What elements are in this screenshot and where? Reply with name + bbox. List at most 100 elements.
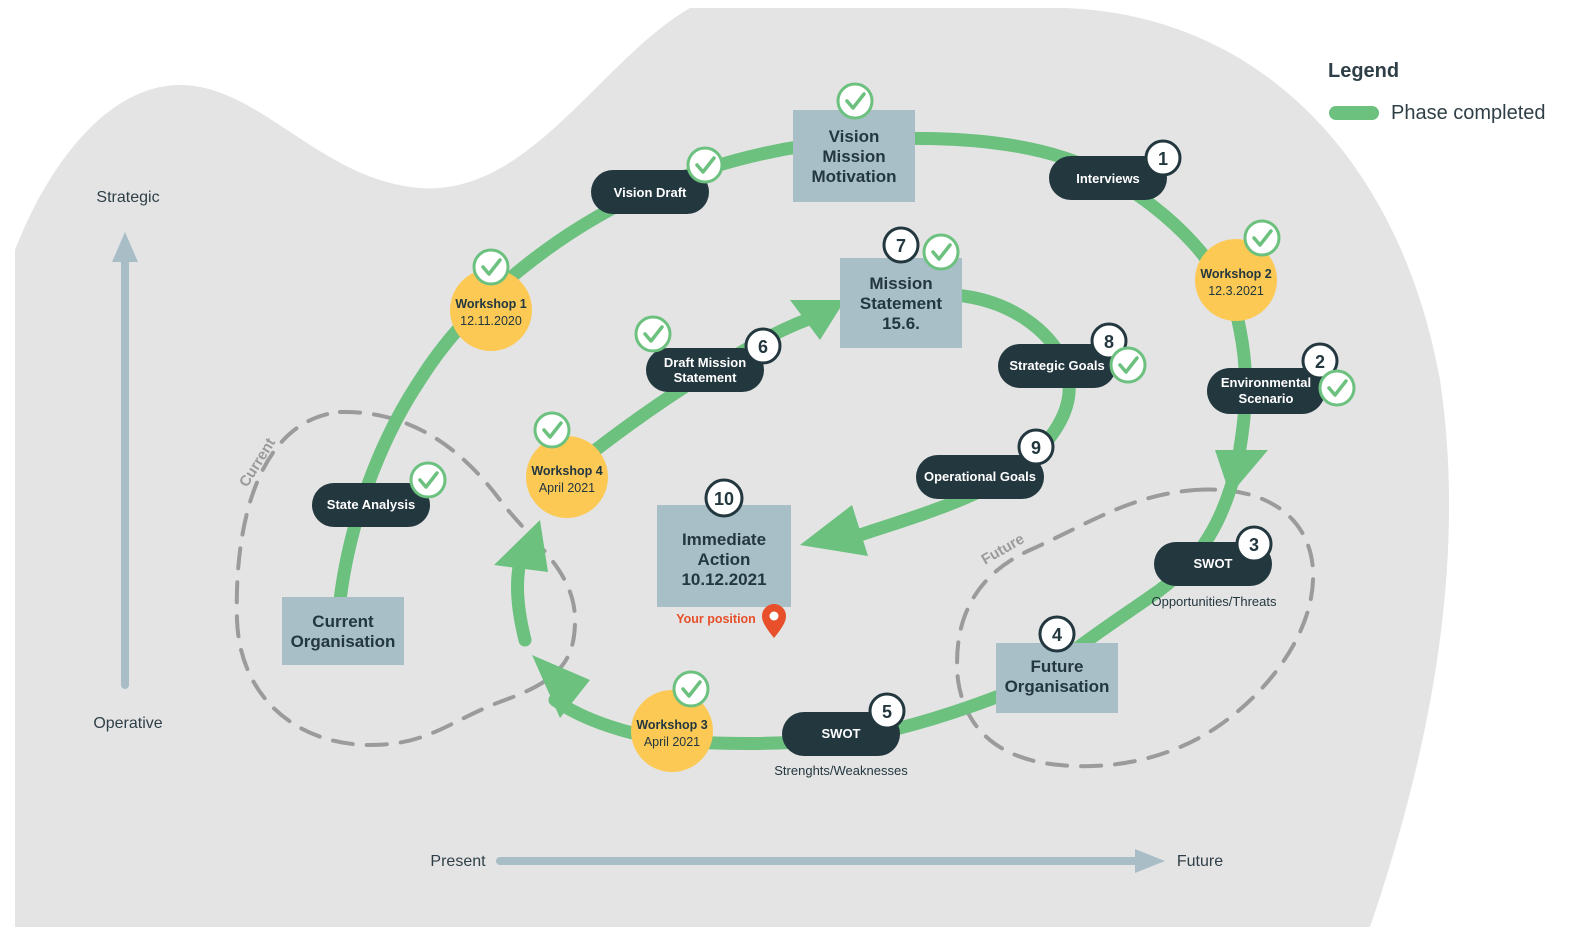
workshop-4: Workshop 4 April 2021	[526, 436, 608, 518]
arrowhead-to-immediate-action	[800, 505, 868, 556]
workshop-2: Workshop 2 12.3.2021	[1195, 239, 1277, 321]
pill-draft-mission-statement: Draft Mission Statement	[646, 348, 764, 392]
check-circle-icon	[409, 461, 447, 499]
step-10-badge: 10	[704, 478, 744, 518]
check-circle-icon	[922, 233, 960, 271]
box-future-organisation: Future Organisation	[996, 643, 1118, 713]
pill-environmental-scenario: Environmental Scenario	[1207, 368, 1325, 414]
svg-text:7: 7	[896, 236, 906, 256]
legend: Legend Phase completed	[1328, 60, 1546, 124]
axis-label-future: Future	[1177, 853, 1223, 870]
svg-text:2: 2	[1315, 352, 1325, 372]
svg-text:Motivation: Motivation	[812, 167, 897, 186]
legend-title: Legend	[1328, 60, 1399, 82]
box-vision-mission-motivation: Vision Mission Motivation	[793, 110, 915, 202]
step-4-badge: 4	[1038, 615, 1076, 653]
svg-text:April 2021: April 2021	[539, 481, 595, 495]
svg-text:1: 1	[1158, 149, 1168, 169]
axis-label-operative: Operative	[93, 715, 162, 732]
pill-swot-strengths-weaknesses: SWOT	[782, 712, 900, 756]
svg-text:Current: Current	[312, 612, 374, 631]
horizontal-axis-arrow	[1135, 849, 1165, 873]
location-pin-icon	[762, 604, 786, 638]
check-circle-icon	[1109, 346, 1147, 384]
check-circle-icon	[1243, 219, 1281, 257]
arrowhead-to-mission-statement	[790, 300, 845, 340]
svg-text:3: 3	[1249, 535, 1259, 555]
svg-text:State Analysis: State Analysis	[327, 497, 415, 512]
svg-text:Interviews: Interviews	[1076, 171, 1140, 186]
step-5-badge: 5	[868, 692, 906, 730]
svg-text:Workshop 4: Workshop 4	[531, 464, 602, 478]
check-circle-icon	[1318, 369, 1356, 407]
your-position-label: Your position	[676, 612, 756, 626]
arrowhead-workshop3-to-loop	[532, 655, 590, 718]
svg-text:SWOT: SWOT	[822, 726, 861, 741]
box-immediate-action: Immediate Action 10.12.2021	[657, 505, 791, 607]
svg-text:SWOT: SWOT	[1194, 556, 1233, 571]
svg-text:Action: Action	[698, 550, 751, 569]
svg-text:Workshop 2: Workshop 2	[1200, 267, 1271, 281]
check-circle-icon	[686, 146, 724, 184]
svg-text:Strategic Goals: Strategic Goals	[1009, 358, 1104, 373]
inner-process-path-right	[853, 288, 1076, 542]
step-3-badge: 3	[1235, 525, 1273, 563]
pill-interviews: Interviews	[1049, 156, 1167, 200]
svg-text:12.11.2020: 12.11.2020	[460, 314, 522, 328]
workshop-1: Workshop 1 12.11.2020	[450, 269, 532, 351]
box-current-organisation: Current Organisation	[282, 597, 404, 665]
step-9-badge: 9	[1017, 428, 1055, 466]
svg-text:Draft Mission: Draft Mission	[664, 355, 746, 370]
svg-text:Workshop 1: Workshop 1	[455, 297, 526, 311]
svg-text:Vision: Vision	[829, 127, 880, 146]
svg-text:6: 6	[758, 337, 768, 357]
svg-text:Scenario: Scenario	[1239, 391, 1294, 406]
future-zone-outline	[955, 487, 1316, 769]
svg-text:Immediate: Immediate	[682, 530, 766, 549]
svg-text:12.3.2021: 12.3.2021	[1208, 284, 1264, 298]
check-circle-icon	[533, 411, 571, 449]
check-circle-icon	[836, 82, 874, 120]
svg-text:9: 9	[1031, 438, 1041, 458]
pill-state-analysis: State Analysis	[312, 483, 430, 527]
axis-label-present: Present	[430, 853, 486, 870]
svg-text:Environmental: Environmental	[1221, 375, 1311, 390]
caption-strengths-weaknesses: Strenghts/Weaknesses	[774, 763, 908, 778]
svg-text:Mission: Mission	[869, 274, 932, 293]
pill-vision-draft: Vision Draft	[591, 170, 709, 214]
step-2-badge: 2	[1301, 342, 1339, 380]
step-8-badge: 8	[1090, 322, 1128, 360]
step-1-badge: 1	[1144, 139, 1182, 177]
svg-text:Statement: Statement	[860, 294, 943, 313]
legend-completed-swatch	[1329, 106, 1379, 120]
pill-strategic-goals: Strategic Goals	[998, 344, 1116, 388]
svg-text:10.12.2021: 10.12.2021	[681, 570, 766, 589]
svg-text:5: 5	[882, 702, 892, 722]
step-6-badge: 6	[744, 327, 782, 365]
svg-text:Vision Draft: Vision Draft	[614, 185, 687, 200]
vertical-axis-arrow	[112, 232, 138, 262]
svg-text:15.6.: 15.6.	[882, 314, 920, 333]
current-zone-outline	[234, 409, 578, 748]
pill-operational-goals: Operational Goals	[916, 455, 1044, 499]
svg-text:Mission: Mission	[822, 147, 885, 166]
svg-text:Organisation: Organisation	[1005, 677, 1110, 696]
workshop-3: Workshop 3 April 2021	[631, 690, 713, 772]
arrowhead-loop-to-workshop4	[494, 520, 548, 572]
check-circle-icon	[672, 670, 710, 708]
svg-text:Workshop 3: Workshop 3	[636, 718, 707, 732]
svg-text:8: 8	[1104, 332, 1114, 352]
check-circle-icon	[472, 248, 510, 286]
svg-text:Organisation: Organisation	[291, 632, 396, 651]
legend-phase-completed-label: Phase completed	[1391, 102, 1546, 124]
caption-opportunities-threats: Opportunities/Threats	[1151, 594, 1277, 609]
step-7-badge: 7	[882, 226, 920, 264]
svg-text:10: 10	[714, 489, 734, 509]
svg-text:April 2021: April 2021	[644, 735, 700, 749]
svg-text:Operational Goals: Operational Goals	[924, 469, 1036, 484]
svg-text:4: 4	[1052, 625, 1062, 645]
svg-text:Future: Future	[1031, 657, 1084, 676]
arrowhead-environmental-to-swot	[1215, 450, 1268, 495]
box-mission-statement: Mission Statement 15.6.	[840, 258, 962, 348]
